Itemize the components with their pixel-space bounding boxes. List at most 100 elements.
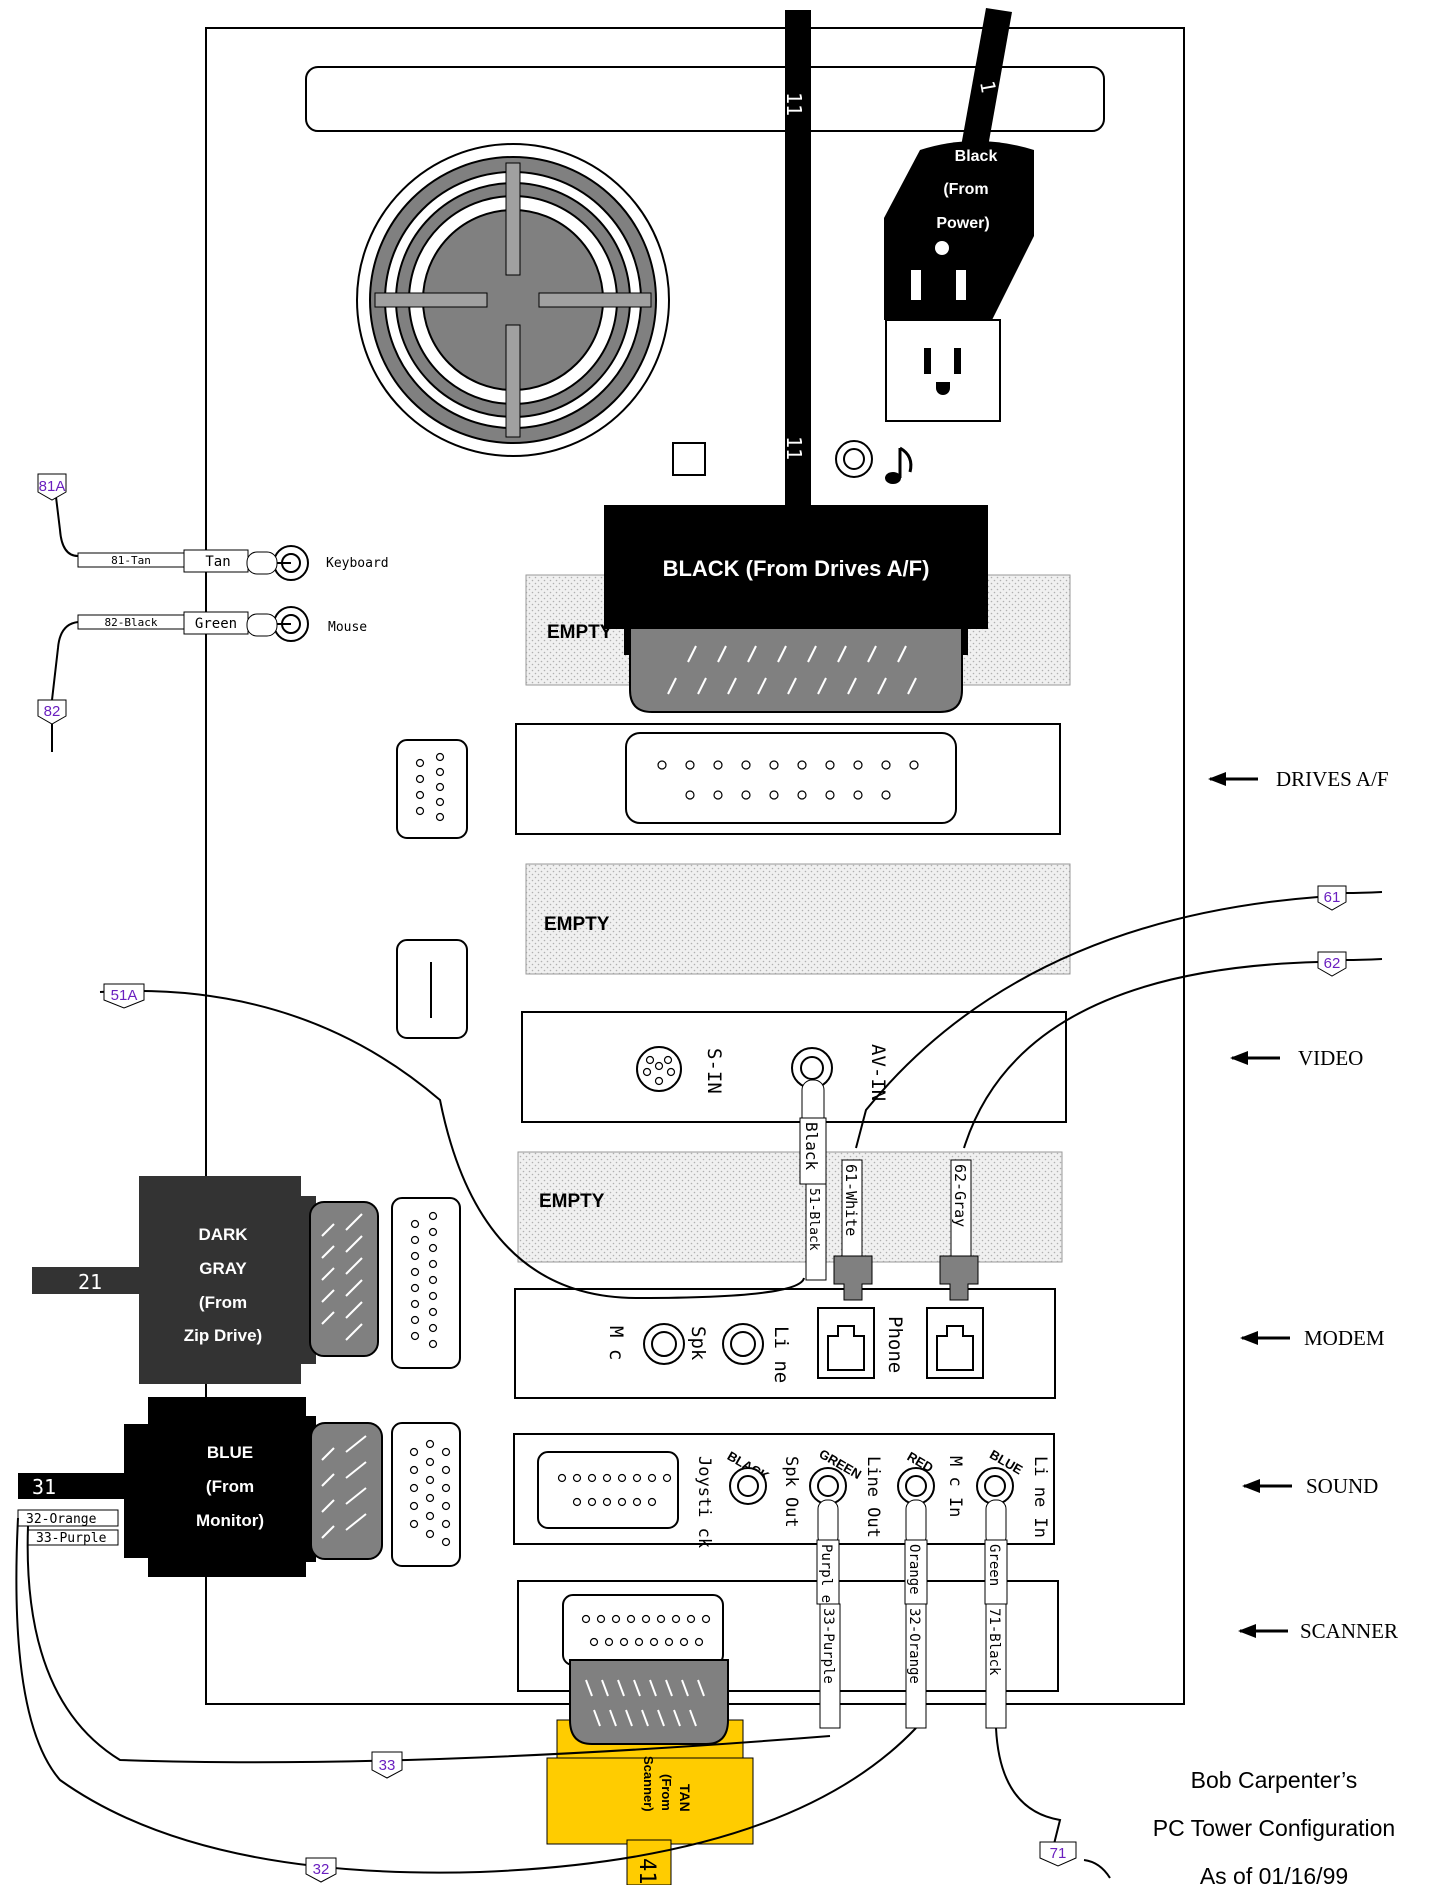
keyboard-collar-label: Tan — [205, 554, 230, 570]
tag-82-label: 82 — [44, 703, 61, 720]
tag-82: 82 — [37, 699, 67, 725]
modem-mic-label: M c — [605, 1326, 627, 1360]
sleeve-71-black-label: 71-Black — [986, 1608, 1002, 1676]
cable-wires — [15, 896, 1319, 1879]
video-sin-label: S-IN — [703, 1048, 725, 1094]
cable-1-label: 1 — [975, 79, 1001, 95]
music-note-icon — [885, 446, 913, 484]
modem-speaker-jack — [722, 1323, 764, 1365]
tag-71-label: 71 — [1050, 1845, 1067, 1862]
cable-33-purple-label: 33-Purple — [36, 1531, 107, 1546]
cable-32-orange-label: 32-Orange — [26, 1512, 97, 1527]
joystick-port — [537, 1451, 679, 1529]
arrow-drives-label: DRIVES A/F — [1276, 767, 1389, 791]
drives-plug: BLACK (From Drives A/F) — [604, 505, 988, 713]
video-black-collar-label: Black — [802, 1122, 821, 1171]
sleeve-32-orange-label: 32-Orange — [906, 1608, 922, 1684]
db25-port — [625, 732, 957, 824]
audio-jack-icon — [835, 440, 873, 478]
sound-game-jack — [729, 1467, 767, 1505]
caption-line-1: Bob Carpenter’s — [1191, 1767, 1358, 1793]
sound-mic-in-jack — [976, 1467, 1014, 1505]
caption-line-3: As of 01/16/99 — [1200, 1863, 1348, 1885]
zip-plug-label-1: DARK — [198, 1225, 248, 1244]
modem-phone-rj11 — [926, 1307, 984, 1379]
monitor-plug-label-3: Monitor) — [196, 1511, 264, 1530]
scanner-plug-label-1: TAN — [677, 1784, 693, 1812]
arrow-drives: DRIVES A/F — [1208, 767, 1389, 791]
cable-11-mid-label: 11 — [782, 436, 806, 460]
empty-slot-2-label: EMPTY — [544, 914, 610, 935]
sound-joystick-label: Joysti ck — [694, 1456, 714, 1548]
monitor-plug-label-2: (From — [206, 1477, 254, 1496]
fan-icon — [356, 143, 670, 457]
arrow-sound: SOUND — [1242, 1474, 1378, 1498]
tag-32: 32 — [305, 1857, 337, 1883]
arrow-scanner: SCANNER — [1238, 1619, 1398, 1643]
modem-line-label: Li ne — [770, 1326, 792, 1383]
mouse-port-label: Mouse — [328, 620, 367, 635]
sleeve-33-purple-label: 33-Purple — [820, 1608, 836, 1684]
sound-purple-collar-label: Purpl e — [818, 1544, 834, 1603]
arrow-video-label: VIDEO — [1298, 1046, 1363, 1070]
scanner-plug-label-3: Scanner) — [641, 1756, 656, 1812]
power-plug-label-3: Power) — [936, 215, 989, 232]
top-vent-slot — [305, 66, 1105, 132]
tag-71: 71 — [1039, 1841, 1077, 1867]
s-video-in-port — [636, 1046, 682, 1092]
power-switch — [672, 442, 706, 476]
tag-61-label: 61 — [1324, 889, 1341, 906]
empty-slot-3-label: EMPTY — [539, 1191, 605, 1212]
tag-62: 62 — [1317, 951, 1383, 977]
sound-orange-collar-label: Orange — [906, 1544, 922, 1595]
arrow-modem-label: MODEM — [1304, 1326, 1385, 1350]
sound-linein-label: Li ne In — [1030, 1456, 1050, 1538]
arrow-video: VIDEO — [1230, 1046, 1363, 1070]
scanner-plug-label-2: (From — [659, 1774, 674, 1811]
tag-51a: 51A — [103, 983, 145, 1009]
scanner-db25-port — [562, 1594, 724, 1666]
cable-82-black-label: 82-Black — [105, 616, 158, 629]
serial-port-9pin — [396, 739, 468, 839]
tag-51a-label: 51A — [111, 987, 138, 1004]
empty-slot-1-label: EMPTY — [547, 622, 613, 643]
video-avin-label: AV-IN — [867, 1044, 889, 1101]
sound-spkout-label: Spk Out — [781, 1456, 801, 1528]
cable-31-label: 31 — [32, 1475, 56, 1499]
cable-81-tan-label: 81-Tan — [111, 554, 151, 567]
sound-lineout-label: Line Out — [863, 1456, 883, 1538]
modem-mic-jack — [643, 1323, 685, 1365]
keyboard-cable: 81-Tan Tan — [55, 496, 291, 575]
arrow-sound-label: SOUND — [1306, 1474, 1378, 1498]
tag-62-label: 62 — [1324, 955, 1341, 972]
sound-micin-label: M c In — [945, 1456, 965, 1517]
mouse-cable: 82-Black Green — [51, 611, 291, 752]
cable-41-label: 41 — [634, 1858, 659, 1885]
tag-33-label: 33 — [379, 1757, 396, 1774]
arrow-modem: MODEM — [1240, 1326, 1385, 1350]
modem-line-rj11 — [817, 1307, 875, 1379]
scanner-plug: 41 TAN (From Scanner) — [546, 1659, 754, 1885]
sound-speaker-out-jack — [809, 1467, 847, 1505]
sound-line-out-jack — [897, 1467, 935, 1505]
tag-81a: 81A — [37, 473, 67, 501]
drives-cable — [785, 10, 811, 510]
zip-drive-plug: 21 DARK GRAY (From Zip Drive) — [32, 1176, 379, 1384]
tag-33: 33 — [371, 1751, 403, 1779]
monitor-vga-port — [391, 1422, 461, 1567]
sleeve-61-white-label: 61-White — [842, 1164, 860, 1236]
drives-plug-label: BLACK (From Drives A/F) — [663, 556, 930, 581]
power-outlet — [885, 319, 1001, 422]
sleeve-62-gray-label: 62-Gray — [951, 1164, 969, 1227]
modem-phone-label: Phone — [884, 1316, 906, 1373]
tag-61: 61 — [1317, 885, 1383, 911]
sleeve-51-black-label: 51-Black — [806, 1188, 821, 1251]
tag-81a-label: 81A — [39, 478, 66, 495]
zip-db25-port — [391, 1197, 461, 1369]
tag-32-label: 32 — [313, 1861, 330, 1878]
power-plug-label-1: Black — [955, 148, 998, 165]
zip-plug-label-2: GRAY — [199, 1259, 247, 1278]
empty-slot-2 — [525, 863, 1071, 975]
cable-11-top-label: 11 — [782, 92, 806, 116]
